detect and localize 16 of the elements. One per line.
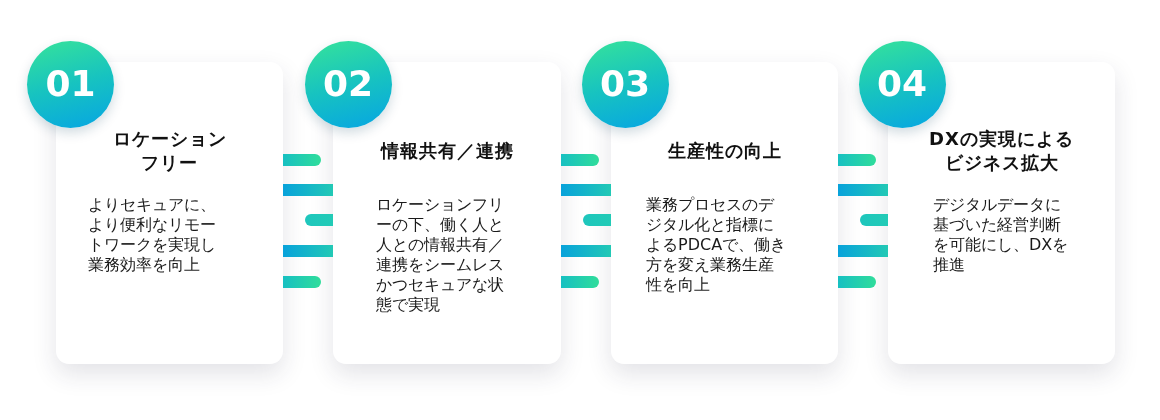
card-title: 生産性の向上 bbox=[667, 139, 782, 163]
step-number: 03 bbox=[599, 64, 651, 104]
card-title: ロケーションフリー bbox=[111, 127, 228, 175]
step-circle bbox=[304, 40, 392, 128]
step-number: 02 bbox=[322, 64, 374, 104]
card-description: 業務プロセスのデジタル化と指標によるPDCAで、働き方を変え業務生産性を向上 bbox=[646, 195, 788, 295]
step-circle bbox=[27, 40, 114, 128]
step-number: 04 bbox=[876, 64, 928, 104]
step-number: 01 bbox=[45, 64, 96, 104]
step-circle bbox=[581, 40, 669, 128]
card-description: よりセキュアに、より便利なリモートワークを実現し業務効率を向上 bbox=[88, 195, 217, 275]
step-circle bbox=[858, 40, 946, 128]
card-title: 情報共有／連携 bbox=[380, 139, 514, 163]
card-description: デジタルデータに基づいた経営判断を可能にし、DXを推進 bbox=[933, 195, 1070, 275]
card-description: ロケーションフリーの下、働く人と人との情報共有／連携をシームレスかつセキュアな状態で実現 bbox=[376, 195, 505, 315]
card-title: DXの実現によるビジネス拡大 bbox=[928, 127, 1075, 175]
